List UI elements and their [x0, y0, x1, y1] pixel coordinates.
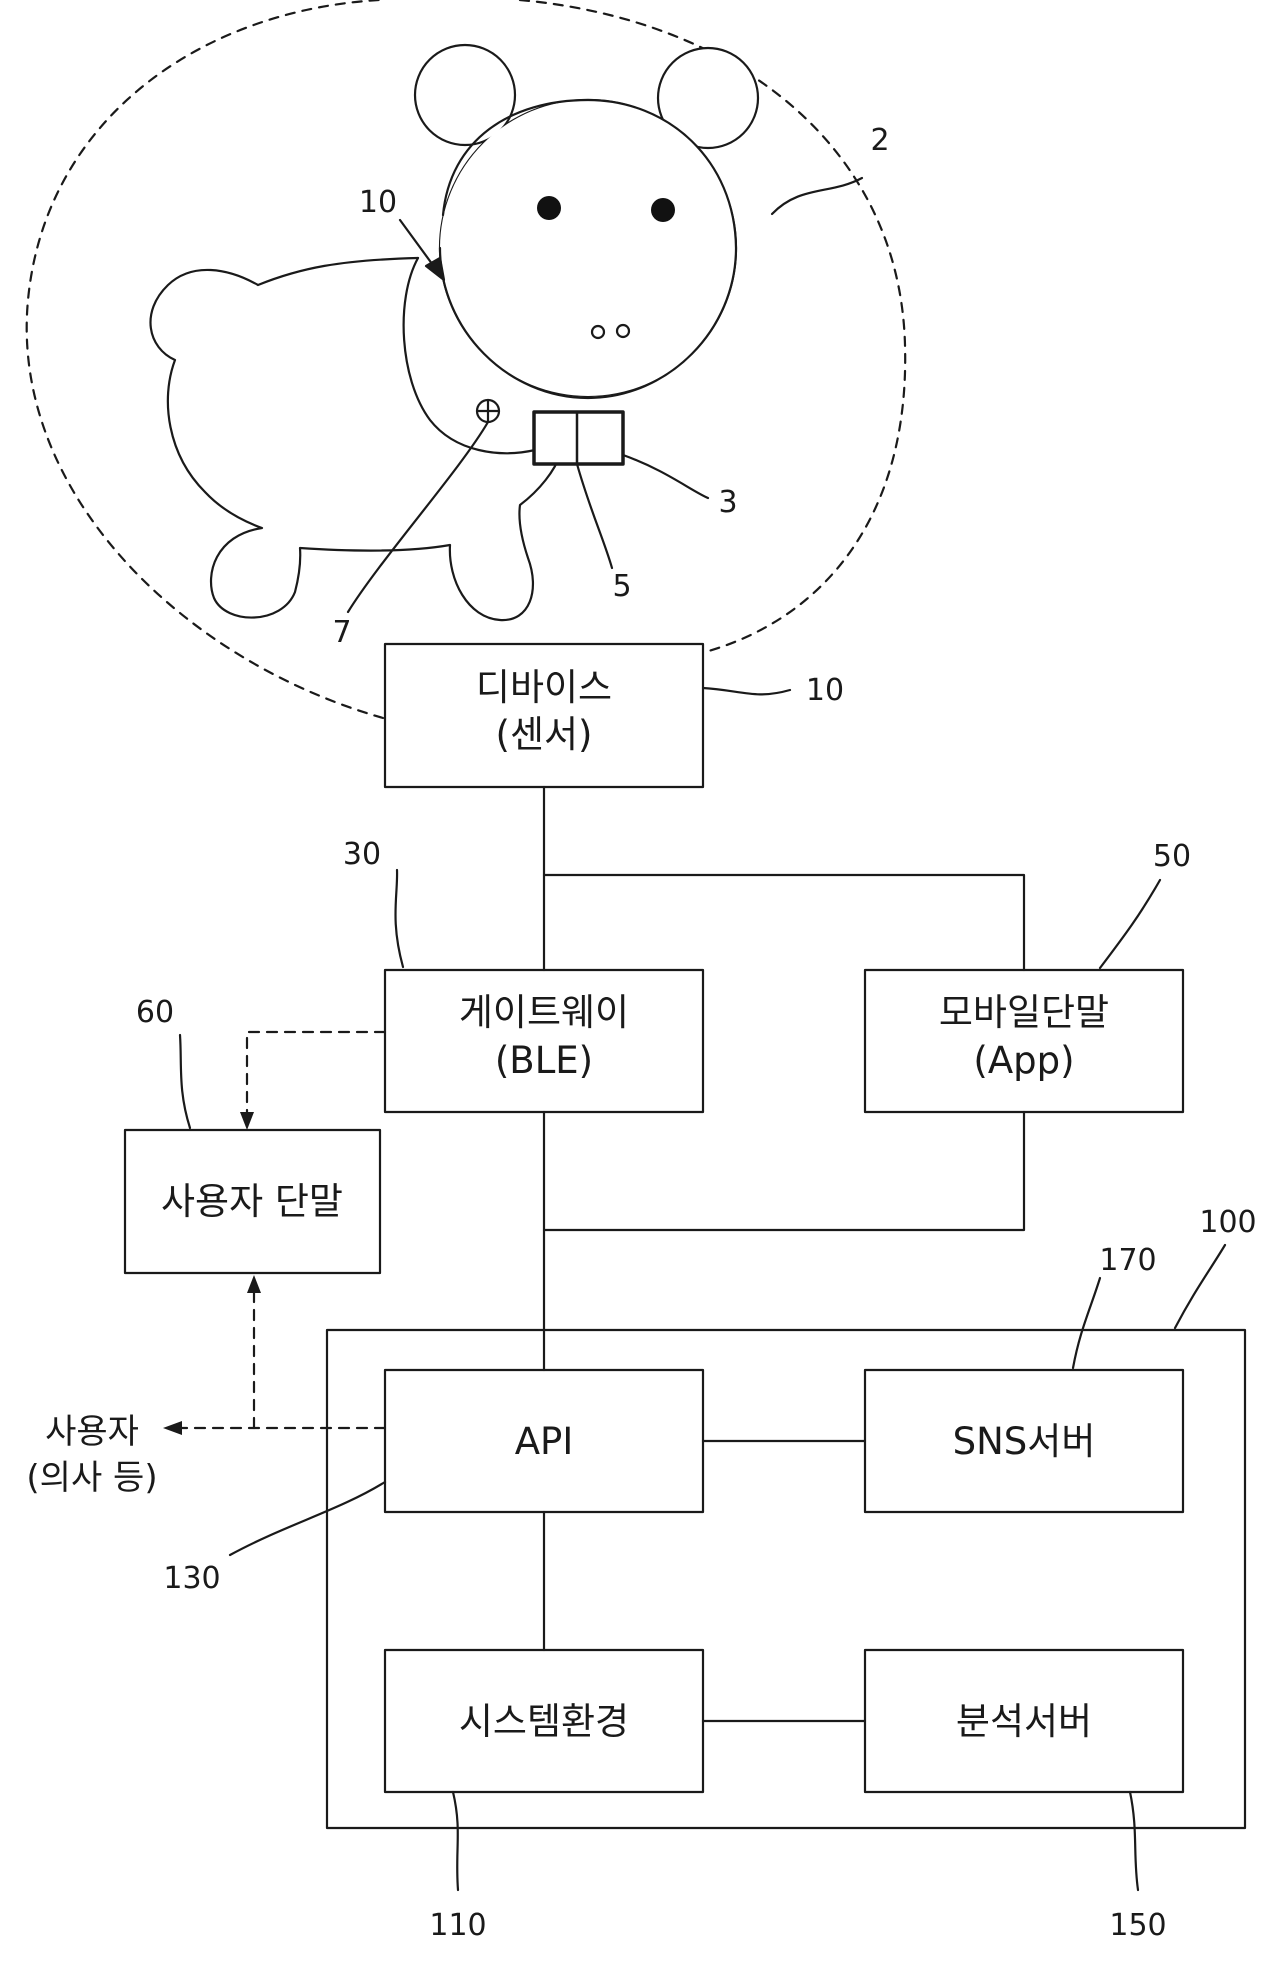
analysis-box-label: 분석서버	[956, 1700, 1092, 1743]
external-user-label: 사용자	[45, 1412, 139, 1452]
mobile-api-line	[542, 1110, 1026, 1232]
api-box-label: API	[515, 1420, 574, 1463]
ref-sns: 170	[1099, 1243, 1156, 1278]
ref-sensor-dot: 7	[332, 615, 351, 650]
ref-device-pointer: 10	[359, 185, 397, 220]
device-box-label: 디바이스	[476, 666, 612, 709]
gateway-box-sublabel: (BLE)	[495, 1039, 593, 1082]
user-terminal-box	[123, 1128, 382, 1275]
ref-mobile: 50	[1153, 839, 1191, 874]
device-mobile-line	[542, 873, 1026, 972]
device-range-circle	[25, 0, 907, 720]
user-terminal-label: 사용자 단말	[161, 1180, 343, 1223]
ref-api: 130	[163, 1561, 220, 1596]
server-group-box	[325, 1328, 1247, 1830]
ref-gateway: 30	[343, 837, 381, 872]
ref-server-group: 100	[1199, 1205, 1256, 1240]
external-user-sublabel: (의사 등)	[26, 1458, 157, 1498]
ref-analysis: 150	[1109, 1908, 1166, 1943]
ref-system-env: 110	[429, 1908, 486, 1943]
device-box-sublabel: (센서)	[496, 713, 593, 756]
ref-collar-module: 3	[718, 485, 737, 520]
ref-device-box: 10	[806, 673, 844, 708]
sns-box-label: SNS서버	[953, 1420, 1096, 1463]
ref-animal: 2	[870, 123, 889, 158]
ref-module-part: 5	[612, 569, 631, 604]
ref-user-terminal: 60	[136, 995, 174, 1030]
gateway-box-label: 게이트웨이	[459, 991, 629, 1034]
mobile-box-sublabel: (App)	[973, 1039, 1074, 1082]
system-env-label: 시스템환경	[459, 1700, 629, 1743]
gateway-user-dashed	[245, 1030, 387, 1117]
mobile-box-label: 모바일단말	[939, 991, 1109, 1034]
animal-figure	[149, 43, 864, 622]
